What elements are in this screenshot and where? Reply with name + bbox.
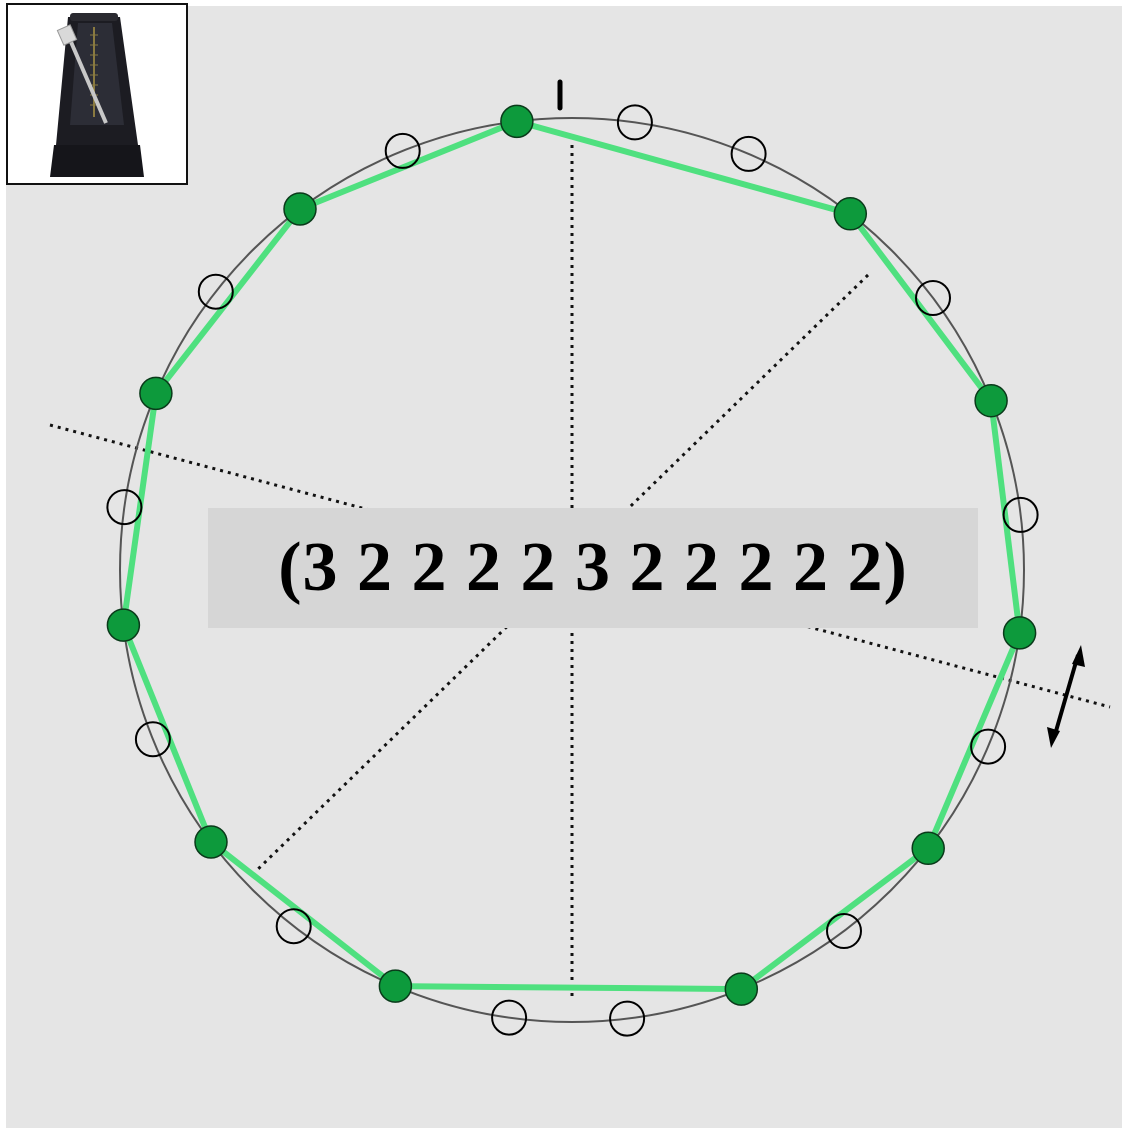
rhythm-interval-label: (3 2 2 2 2 3 2 2 2 2 2) (278, 529, 908, 606)
rest-marker (197, 273, 234, 310)
onset-marker (500, 104, 534, 139)
rest-marker (970, 728, 1007, 765)
onset-marker (378, 969, 413, 1003)
onset-marker (283, 192, 317, 226)
onset-marker (194, 825, 228, 859)
rest-marker (106, 489, 143, 526)
rest-marker (616, 104, 653, 141)
pulse-circle (119, 117, 1025, 1023)
rest-marker (730, 135, 767, 172)
double-arrow-icon (1047, 645, 1085, 748)
symmetry-axis-horizontal (49, 423, 1111, 709)
symmetry-axis-diagonal (253, 273, 870, 874)
rest-marker (275, 908, 312, 945)
rest-marker (609, 1000, 646, 1037)
rest-marker (384, 132, 421, 169)
symmetry-axes (49, 145, 1111, 1000)
onset-marker (139, 376, 173, 411)
rest-marker (491, 999, 528, 1036)
metronome-thumbnail (6, 3, 188, 185)
onset-marker (724, 972, 759, 1006)
rhythm-polygon (120, 118, 1023, 993)
rhythm-label-box: (3 2 2 2 2 3 2 2 2 2 2) (208, 508, 978, 628)
onset-marker (1002, 616, 1037, 650)
metronome-icon (8, 5, 186, 183)
rest-marker (826, 913, 862, 949)
rest-marker (1002, 496, 1039, 533)
pulse-markers (106, 104, 1039, 1037)
onset-marker (974, 383, 1008, 418)
onset-marker (833, 197, 868, 231)
onset-marker (106, 608, 141, 642)
rest-marker (134, 721, 171, 758)
rest-marker (915, 280, 951, 316)
onset-marker (911, 831, 945, 866)
